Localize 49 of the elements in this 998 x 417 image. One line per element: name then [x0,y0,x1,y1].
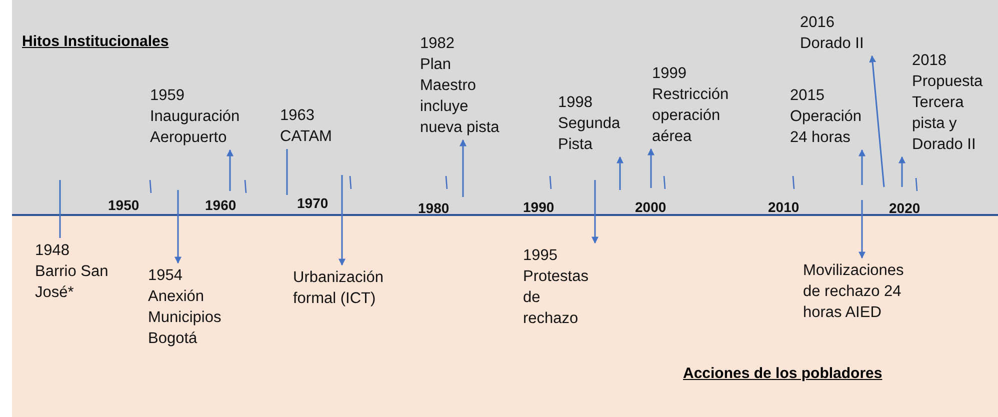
event-text: Inauguración Aeropuerto [150,107,241,148]
arrow [226,149,234,191]
arrow [460,139,466,197]
arrow [648,148,654,188]
event-text: 2015 [790,86,826,106]
arrow [869,55,885,188]
event-text: 2016 [800,13,836,33]
arrow [174,190,182,264]
event-text: 2018 [912,51,948,71]
arrow [858,200,866,259]
event-text: Urbanización formal (ICT) [293,268,384,309]
band-heading: Acciones de los pobladores [683,365,882,382]
year-label: 2010 [768,199,800,215]
event-text: Segunda Pista [558,114,622,155]
event-text: 1999 [652,64,688,84]
timeline-band [12,0,998,215]
connector-line [286,149,288,195]
event-text: 1959 [150,86,186,106]
event-text: Dorado II [800,34,865,54]
year-label: 1990 [523,199,554,215]
event-text: Protestas de rechazo [523,267,590,329]
event-text: 1954 [148,266,184,286]
year-label: 2000 [635,199,666,215]
event-text: CATAM [280,127,333,147]
event-text: Propuesta Tercera pista y Dorado II [912,72,984,155]
event-text: 1948 [35,241,70,261]
event-text: Barrio San José* [35,262,110,303]
event-text: 1995 [523,246,558,266]
event-text: Restricción operación aérea [652,85,730,147]
event-text: Movilizaciones de rechazo 24 horas AIED [803,261,905,323]
year-label: 1980 [418,200,450,216]
year-label: 2020 [889,200,920,216]
event-text: Operación 24 horas [790,107,863,148]
event-text: 1963 [280,106,316,126]
band-heading: Hitos Institucionales [22,33,169,50]
event-text: Plan Maestro incluye nueva pista [420,55,500,138]
year-label: 1960 [205,197,236,213]
arrow [898,156,906,187]
arrow [858,149,866,185]
timeline-band [12,215,998,417]
arrow [616,156,624,190]
year-label: 1970 [297,195,328,211]
connector-line [59,180,61,238]
arrow [338,175,346,266]
year-label: 1950 [108,197,140,213]
arrow [592,180,598,244]
event-text: 1998 [558,93,594,113]
event-text: Anexión Municipios Bogotá [148,287,222,349]
event-text: 1982 [420,34,456,54]
